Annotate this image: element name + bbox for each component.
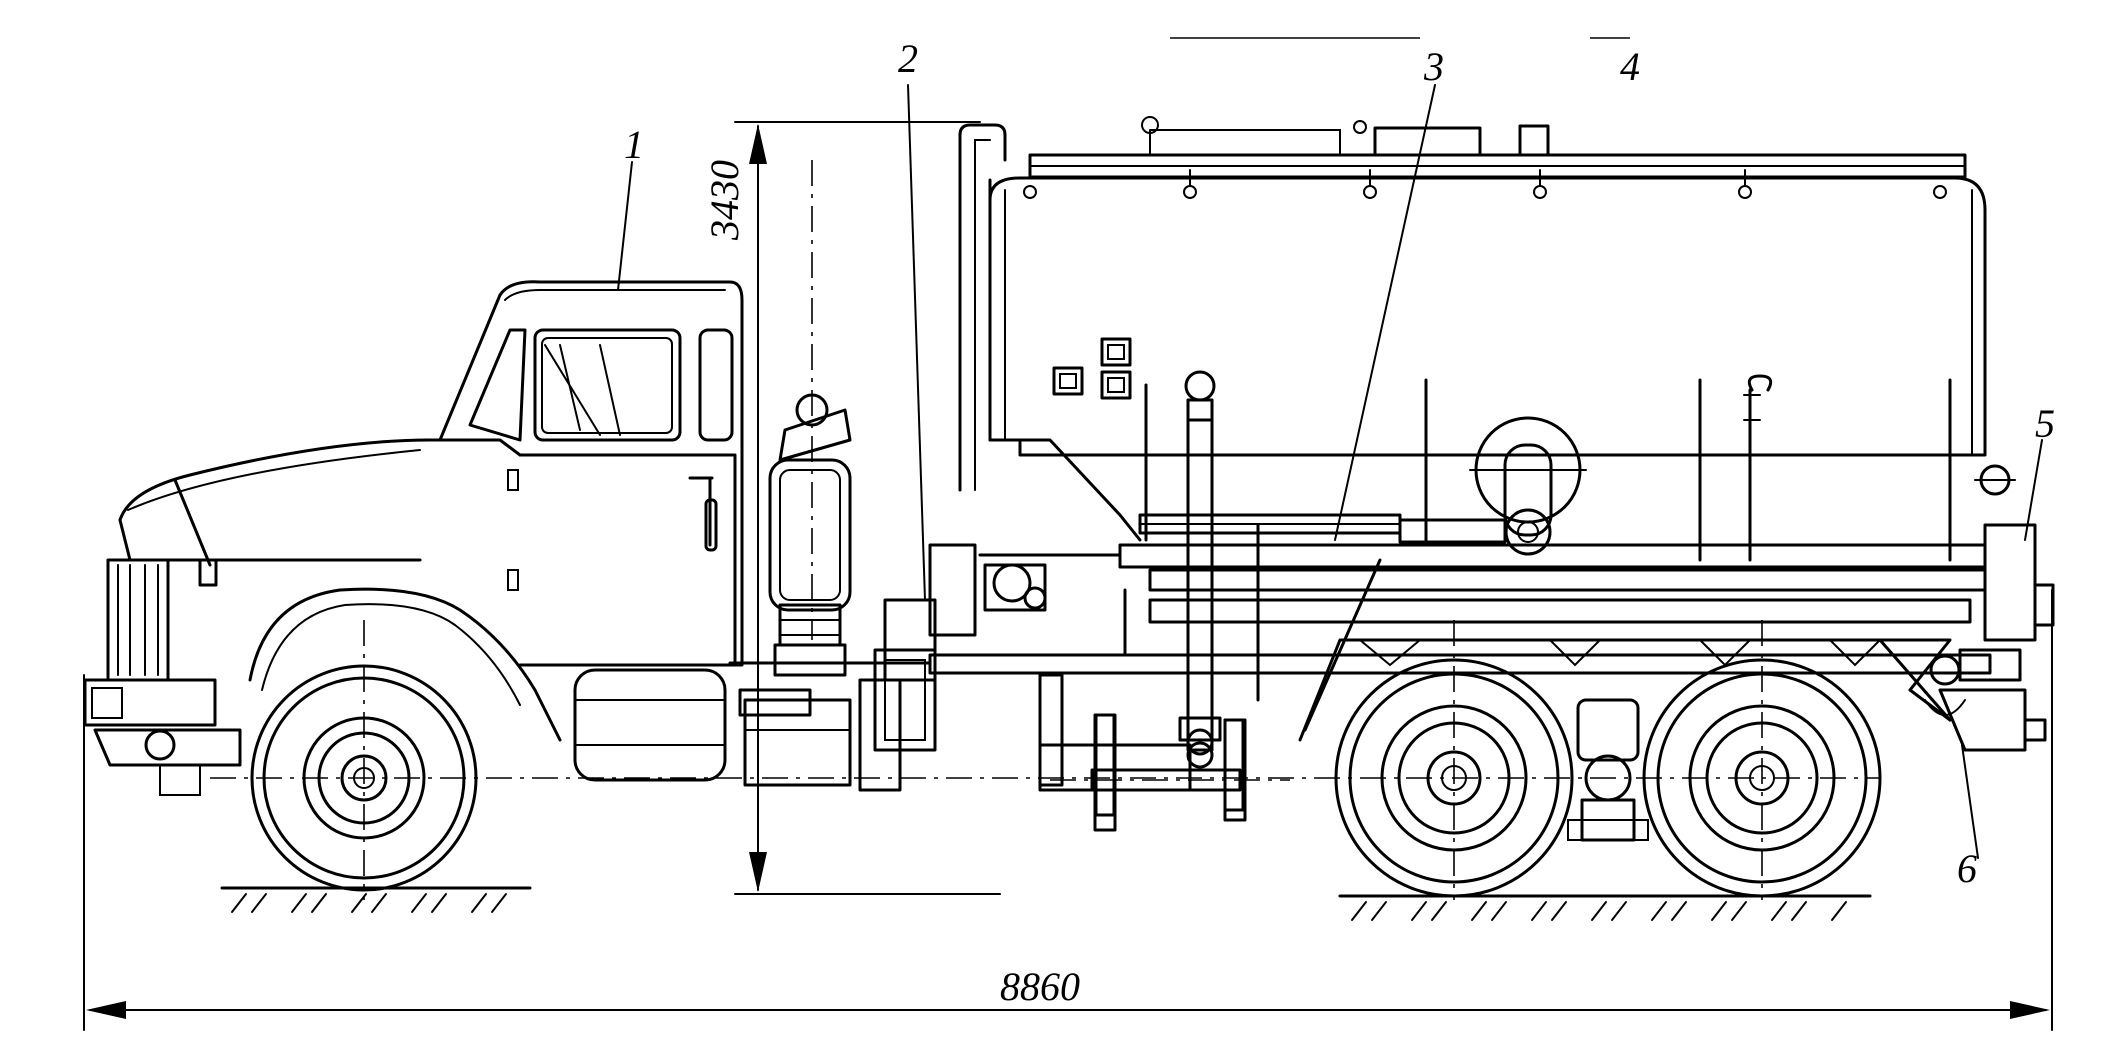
length-dimension — [83, 589, 2053, 1031]
ground-rear — [1338, 894, 1872, 921]
truck-cab — [423, 280, 744, 667]
callout-6: 6 — [1957, 846, 1977, 891]
leader-lines — [617, 84, 2043, 859]
center-valves — [858, 543, 1064, 792]
ground-front — [220, 886, 532, 913]
hose-reel — [1469, 416, 1587, 556]
front-wheel — [250, 664, 478, 892]
truck-hood — [83, 438, 562, 796]
rear-wheel-2 — [1642, 658, 1882, 898]
tank-body — [958, 116, 1987, 562]
callout-1: 1 — [624, 122, 644, 167]
rear-sprayer-unit — [1924, 464, 2055, 752]
rear-bogie — [1567, 698, 1649, 842]
callout-4: 4 — [1620, 44, 1640, 89]
rear-wheel-1 — [1334, 658, 1574, 898]
length-label: 8860 — [1000, 964, 1080, 1009]
fuel-tank — [573, 668, 852, 787]
bottom-manifold — [1038, 713, 1245, 817]
callout-3: 3 — [1423, 44, 1444, 89]
height-dimension — [734, 121, 1001, 895]
height-label: 3430 — [702, 160, 747, 241]
callout-5: 5 — [2035, 401, 2055, 446]
engine-compressor — [768, 393, 852, 677]
callout-2: 2 — [898, 36, 918, 81]
